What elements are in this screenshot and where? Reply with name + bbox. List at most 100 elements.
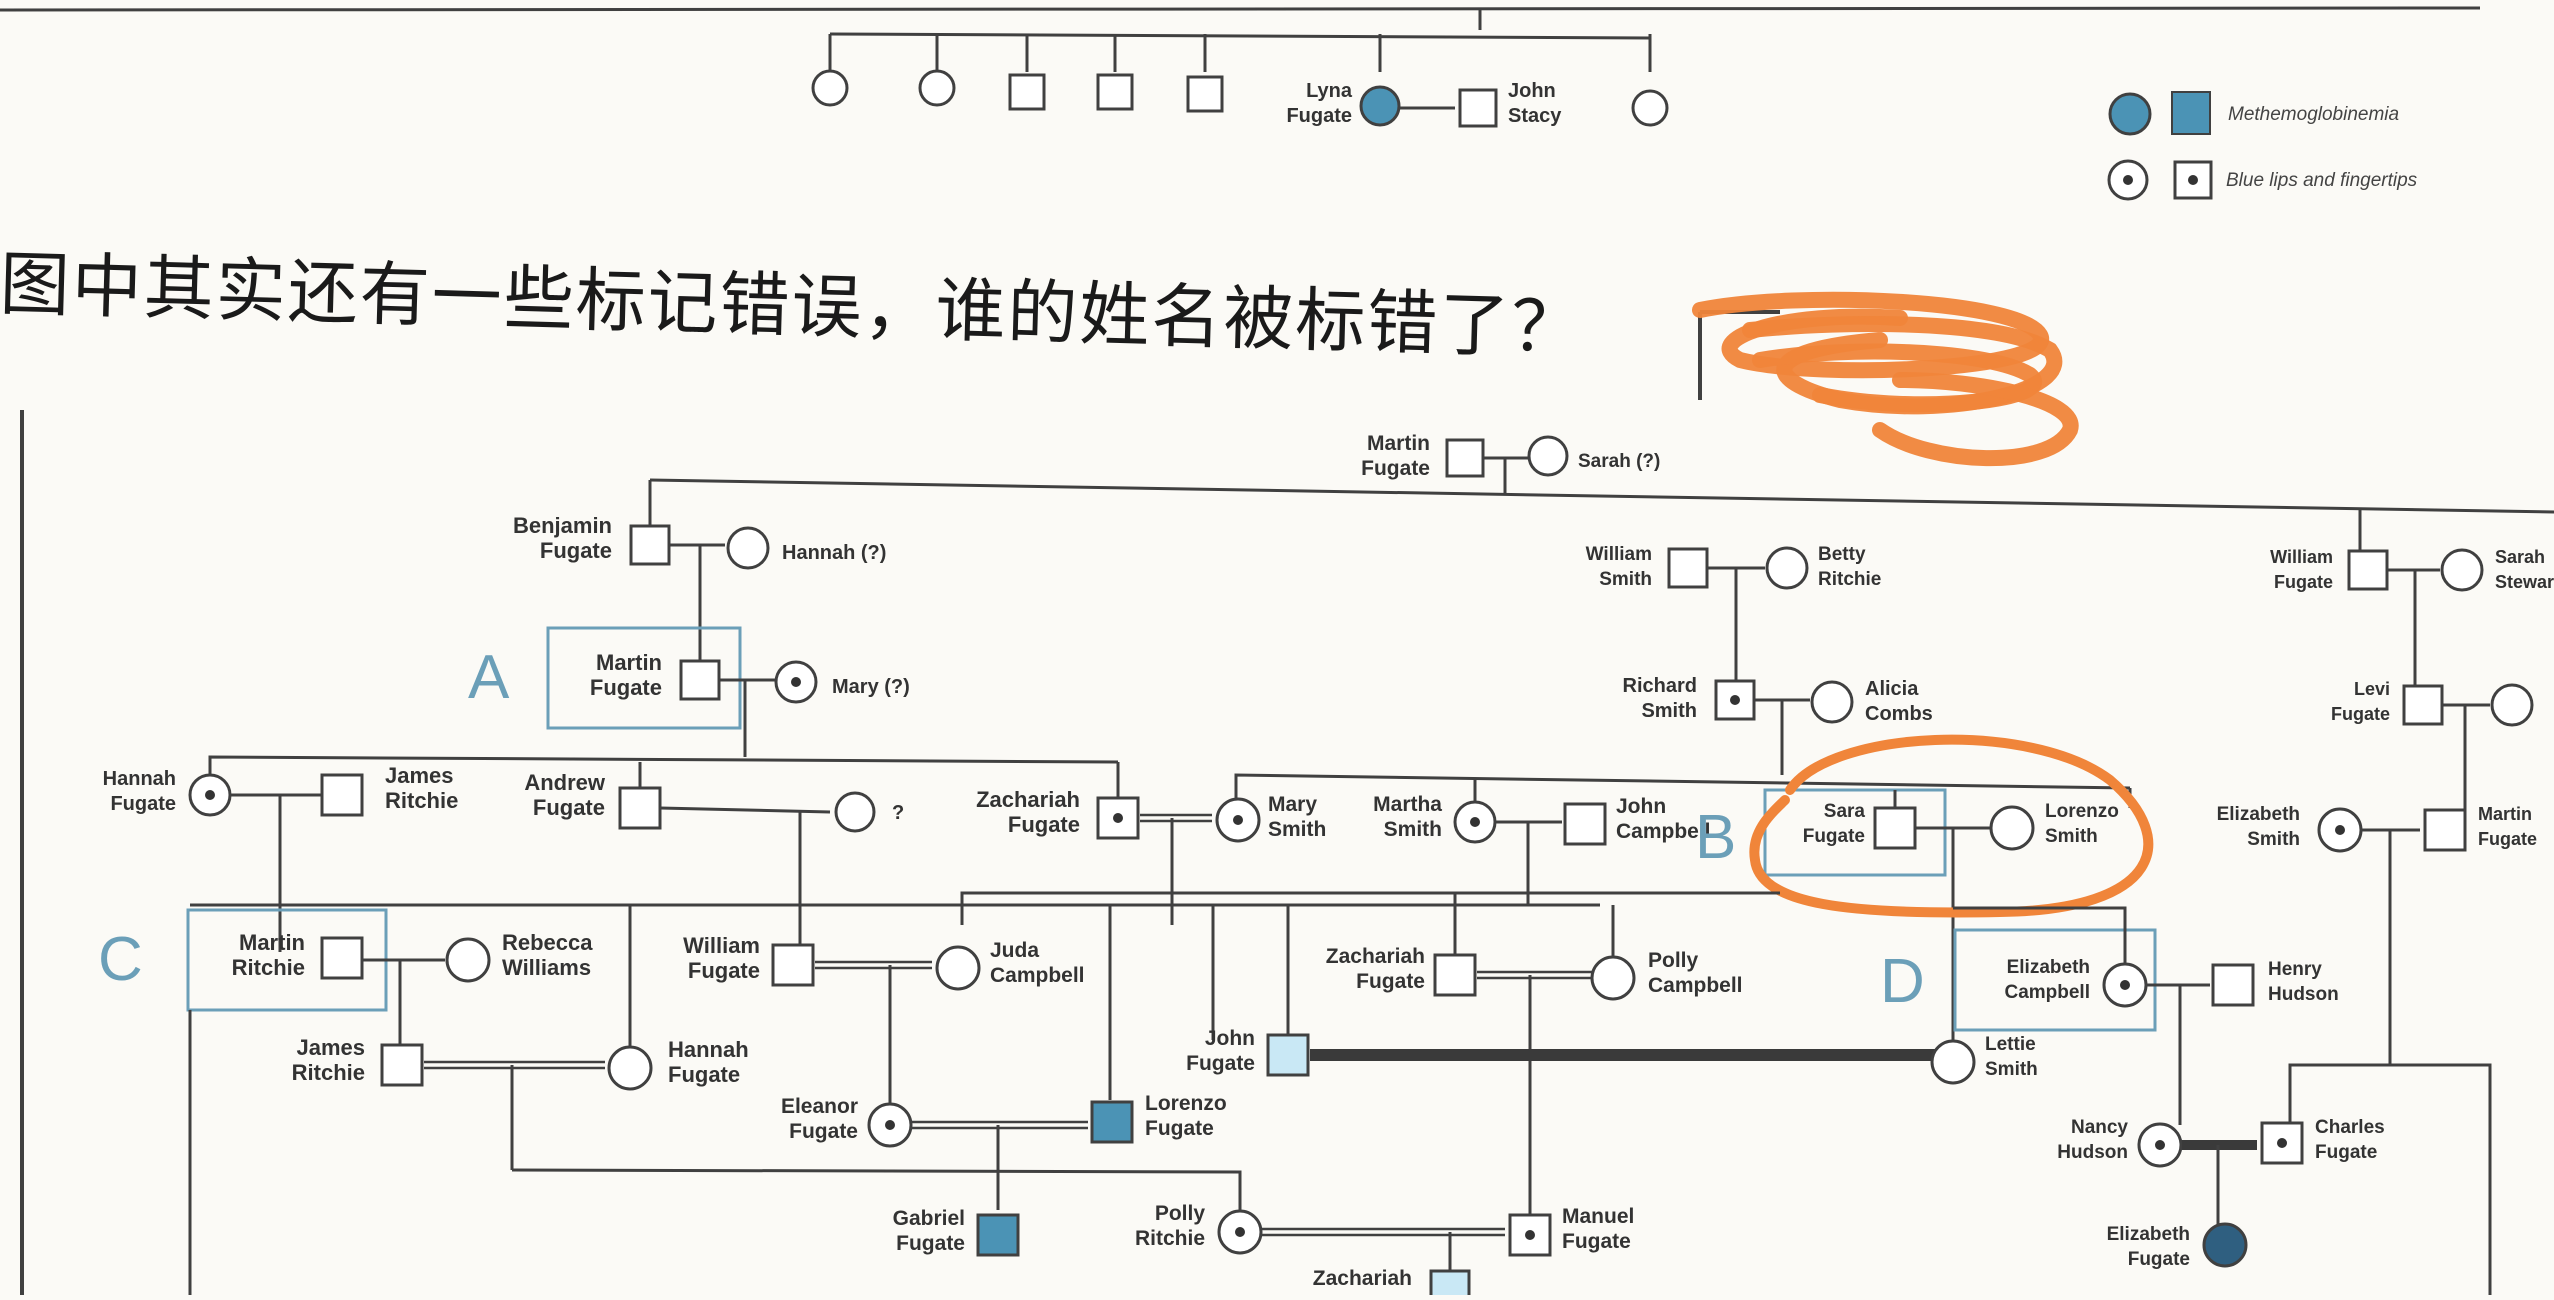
polly-campbell-circle-icon — [1590, 955, 1636, 1001]
elizabeth-smith-carrier-dot-icon — [2335, 825, 2345, 835]
polly-ritchie-carrier-dot-icon — [1235, 1227, 1245, 1237]
levi-spouse-circle-icon — [2490, 683, 2534, 727]
top-child-5-square-icon — [1186, 75, 1224, 113]
top-child-1-circle-icon — [811, 69, 849, 107]
answer-scribble-3 — [1872, 372, 2079, 467]
top-child-3-square-icon — [1008, 73, 1046, 111]
mary-smith-carrier-dot-icon — [1233, 815, 1243, 825]
betty-ritchie-circle-icon — [1765, 546, 1809, 590]
rebecca-williams-circle-icon — [445, 937, 491, 983]
charles-fugate-carrier-dot-icon — [2277, 1138, 2287, 1148]
elizabeth-fugate-circle-icon — [2202, 1222, 2248, 1268]
gabriel-fugate-square-icon — [976, 1213, 1020, 1257]
william-fugate-square-icon — [771, 943, 815, 987]
top-sibship-line — [0, 6, 2481, 12]
mary-q-carrier-dot-icon — [791, 677, 801, 687]
james-ritchie-square-icon — [320, 773, 364, 817]
martin-ritchie-square-icon — [320, 936, 364, 980]
consanguineous-line-thick — [1310, 1049, 1950, 1061]
legend-label-methemoglobinemia: Methemoglobinemia — [2228, 104, 2399, 125]
benjamin-fugate-square-icon — [629, 524, 671, 566]
sara-fugate-square-icon — [1873, 806, 1917, 850]
hannah-fugate-carrier-dot-icon — [205, 790, 215, 800]
label-mary-q: Mary (?) — [832, 676, 910, 698]
line-connector — [829, 32, 1651, 40]
john-fugate-square-icon — [1266, 1033, 1310, 1077]
alicia-combs-circle-icon — [1810, 680, 1854, 724]
zachariah-fugate-2-square-icon — [1433, 953, 1477, 997]
sarah-stewart-circle-icon — [2440, 548, 2484, 592]
legend-affected-square-icon — [2171, 91, 2211, 135]
label-sarah: Sarah (?) — [1578, 451, 1660, 472]
john-stacy-square-icon — [1458, 88, 1498, 128]
lorenzo-fugate-square-icon — [1090, 1100, 1134, 1144]
annotation-circle-b — [1749, 734, 2154, 918]
box-label-c: C — [98, 925, 143, 994]
zachariah-fugate-carrier-dot-icon — [1113, 813, 1123, 823]
gen7-sibship-line — [511, 1168, 1242, 1212]
lorenzo-smith-circle-icon — [1989, 805, 2035, 851]
legend-carrier-carrier-dot-icon — [2188, 175, 2198, 185]
hannah-fugate-2-circle-icon — [607, 1045, 653, 1091]
box-label-b: B — [1695, 803, 1736, 872]
levi-fugate-square-icon — [2402, 684, 2444, 726]
box-label-a: A — [468, 643, 510, 712]
henry-hudson-square-icon — [2211, 963, 2255, 1007]
box-label-d: D — [1880, 947, 1925, 1016]
hannah-q-circle-icon — [726, 526, 770, 570]
william-fugate-r-square-icon — [2347, 549, 2389, 591]
gen4-sibship-line-mid — [1234, 773, 2131, 798]
answer-scribble-2 — [1752, 343, 2042, 413]
legend-label-blue-lips: Blue lips and fingertips — [2226, 170, 2418, 191]
john-campbell-square-icon — [1563, 802, 1607, 846]
gen1-sibship-line — [649, 478, 2554, 514]
zachariah-bottom-square-icon — [1429, 1269, 1471, 1300]
elizabeth-campbell-carrier-dot-icon — [2120, 980, 2130, 990]
legend-carrier-carrier-dot-icon — [2123, 175, 2133, 185]
james-ritchie-2-square-icon — [380, 1043, 424, 1087]
box-a — [546, 626, 742, 730]
manuel-fugate-carrier-dot-icon — [1525, 1230, 1535, 1240]
martin-fugate-a-square-icon — [679, 659, 721, 701]
andrew-spouse-circle-icon — [834, 791, 876, 833]
sarah-circle-icon — [1527, 435, 1569, 477]
box-d — [1953, 928, 2157, 1032]
eleanor-fugate-carrier-dot-icon — [885, 1120, 895, 1130]
